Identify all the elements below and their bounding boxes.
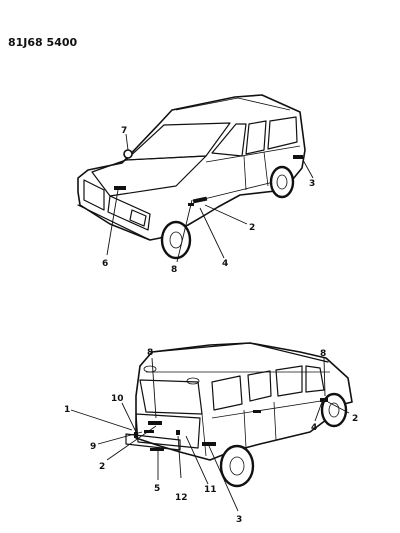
callout-label: 9 [90,442,96,452]
callout-label: 4 [311,423,317,433]
callout-label: 3 [236,515,242,525]
callout-label: 3 [309,179,315,189]
vehicle-front-view [77,94,306,260]
callout-label: 10 [111,394,124,404]
callout-label: 8 [147,348,153,358]
callouts-rear: 8 10 1 9 2 5 12 11 3 8 2 4 [64,348,358,525]
callout-label: 8 [320,349,326,359]
callout-label: 2 [249,223,255,233]
callout-label: 4 [222,259,228,269]
callout-label: 12 [175,493,188,503]
callout-label: 11 [204,485,217,495]
callout-label: 5 [154,484,160,494]
callout-label: 6 [102,259,108,269]
callout-label: 1 [64,405,70,415]
callout-label: 8 [171,265,177,275]
callout-label: 2 [99,462,105,472]
vehicle-rear-view [125,342,353,488]
document-code: 81J68 5400 [8,36,77,49]
callout-label: 2 [352,414,358,424]
callout-label: 7 [121,126,127,136]
callouts-front: 7 3 2 4 8 6 [102,126,315,275]
